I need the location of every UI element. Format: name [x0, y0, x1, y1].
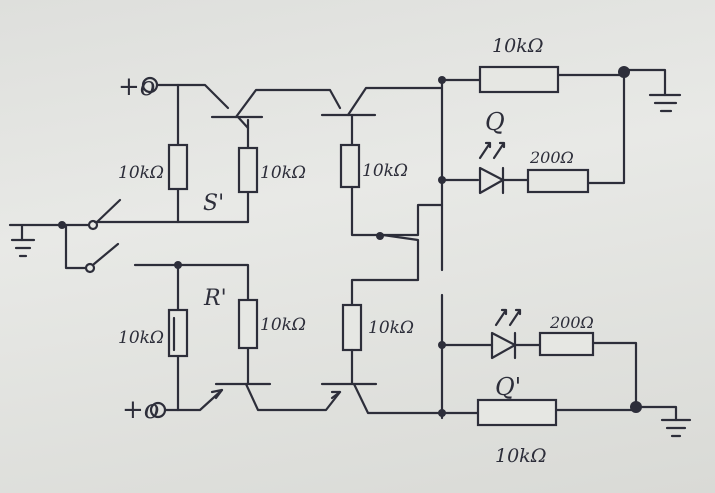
transistor-bottom-left [163, 382, 342, 412]
label-s-prime: S' [203, 191, 224, 216]
label-r-top-mid: 10kΩ [260, 163, 306, 183]
label-r-bot-led: 200Ω [549, 313, 594, 332]
led-bottom [490, 308, 522, 360]
ground-bottom-right [660, 418, 692, 438]
resistor-top-center [339, 143, 361, 189]
resistor-bottom-left [167, 308, 189, 358]
ground-top-right [648, 93, 682, 113]
cross-coupling-wires [350, 185, 444, 307]
label-r-bot-right: 10kΩ [495, 445, 546, 467]
resistor-top-left [167, 143, 189, 191]
label-plus-top: +o [118, 72, 155, 102]
label-r-bot-left: 10kΩ [118, 328, 164, 348]
transistor-top-right [320, 86, 444, 147]
transistor-bottom-right [320, 382, 446, 417]
label-plus-bottom: +o [122, 395, 159, 425]
bottom-rail-wires [133, 261, 250, 412]
resistor-bottom-center [341, 303, 363, 352]
label-q: Q [485, 108, 505, 136]
label-r-top-right: 10kΩ [492, 35, 543, 57]
label-r-top-led: 200Ω [529, 148, 574, 167]
label-r-prime: R' [203, 286, 227, 311]
ground-left [8, 221, 66, 258]
resistor-bottom-right [476, 398, 558, 427]
resistor-top-led [526, 168, 590, 194]
label-q-prime: Q' [495, 373, 521, 401]
label-r-top-center: 10kΩ [362, 161, 408, 181]
resistor-top-right [478, 65, 560, 94]
label-r-bot-mid: 10kΩ [260, 315, 306, 335]
resistor-bottom-mid [237, 298, 259, 350]
led-top [478, 141, 506, 195]
top-rail-wires [93, 83, 250, 224]
bottom-output-branch [438, 341, 678, 422]
resistor-bottom-led [538, 331, 595, 357]
switch-bottom [64, 223, 120, 274]
label-r-top-left: 10kΩ [118, 163, 164, 183]
transistor-top-left [210, 88, 342, 130]
top-output-branch [440, 66, 667, 185]
resistor-top-mid [237, 146, 259, 194]
label-r-bot-center: 10kΩ [368, 318, 414, 338]
switch-top [60, 198, 122, 231]
output-bus [438, 76, 446, 420]
